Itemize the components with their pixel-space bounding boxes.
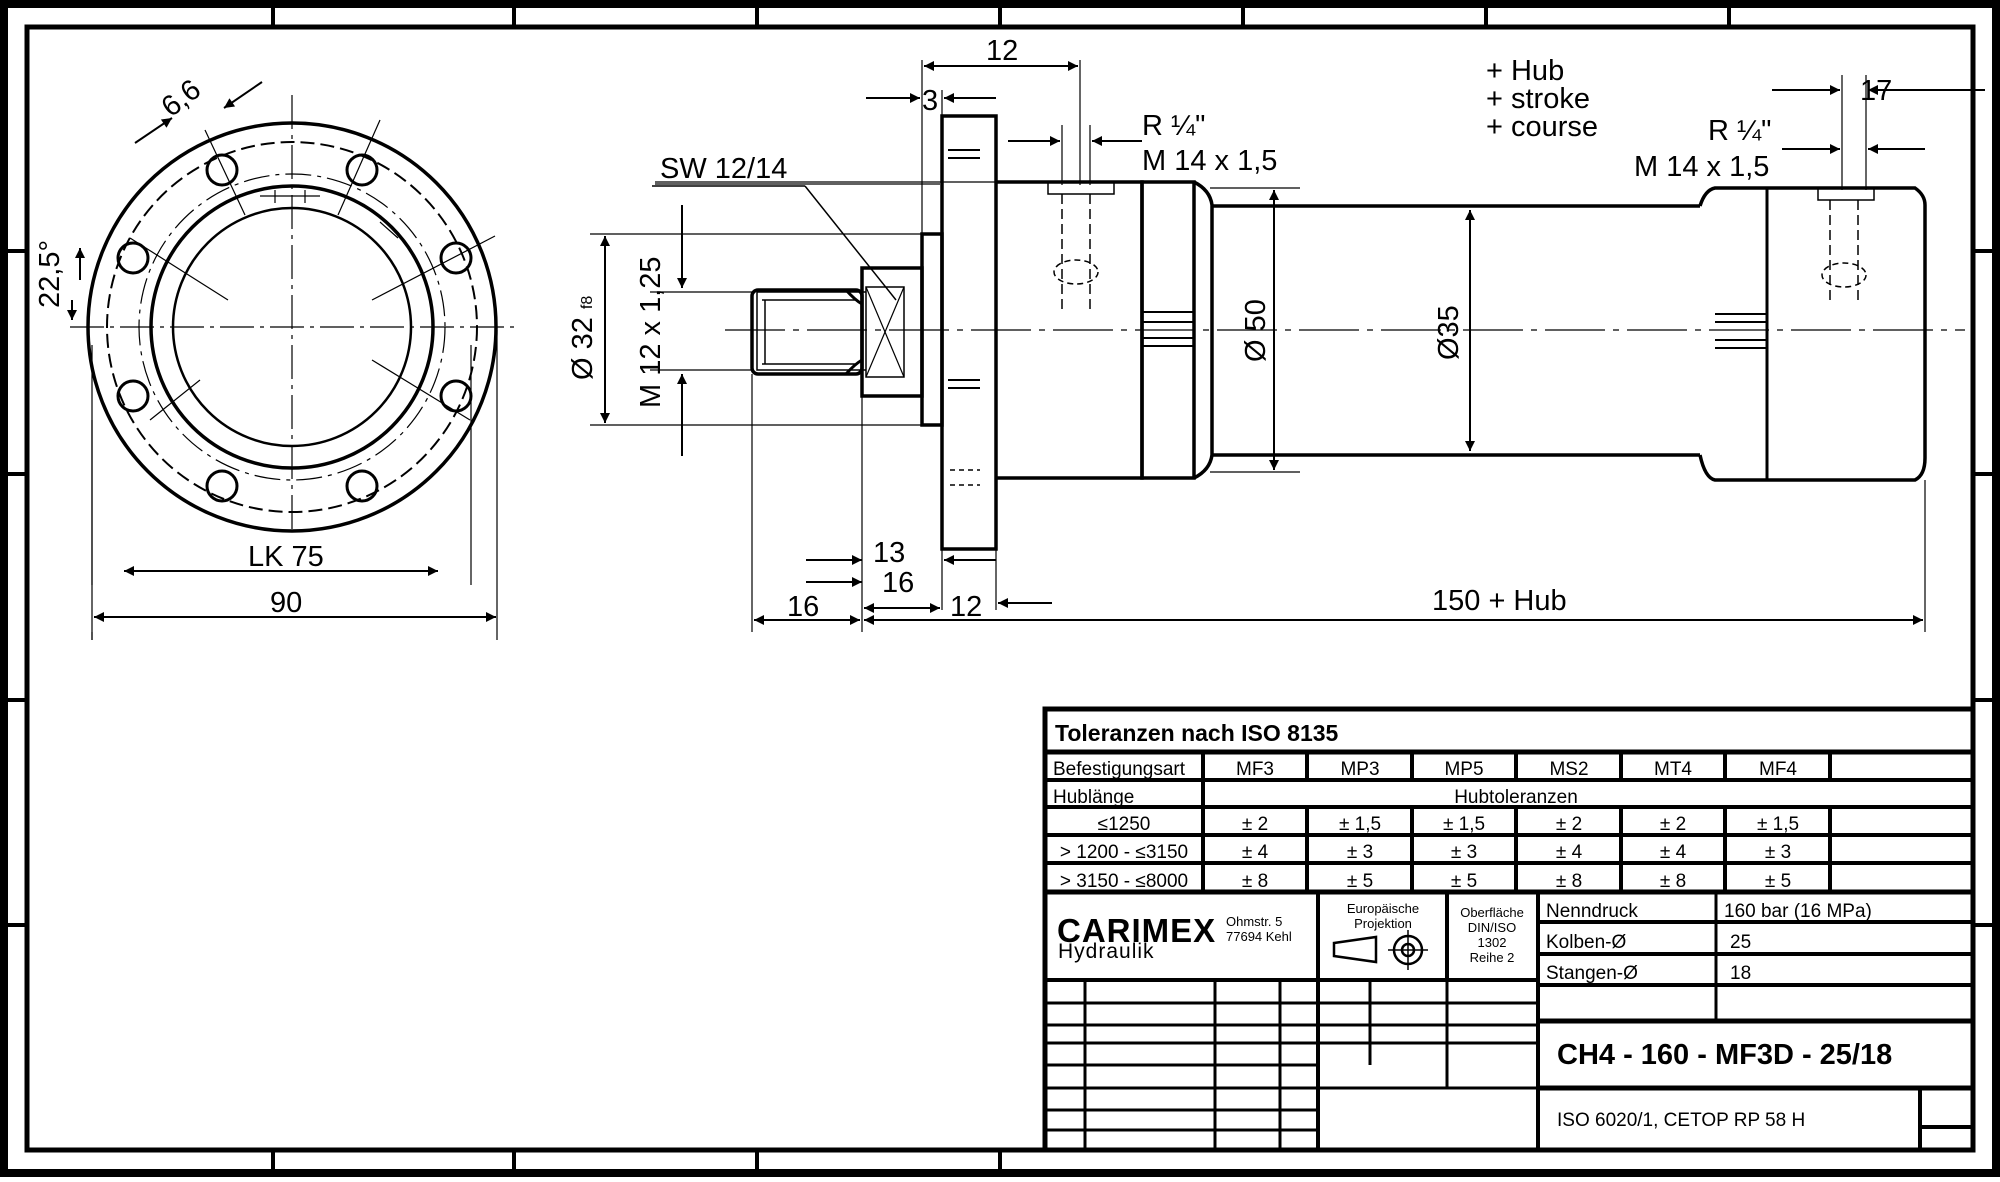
- dim-port-r-2: R ¼": [1708, 115, 1771, 147]
- stroke-label: Hublänge: [1053, 787, 1134, 808]
- tolerance-rows: ≤1250 ± 2 ± 1,5 ± 1,5 ± 2 ± 2 ± 1,5 > 12…: [1060, 814, 1799, 892]
- dim-12-top: 12: [986, 35, 1018, 67]
- row-range: > 3150 - ≤8000: [1060, 871, 1188, 892]
- row-range: ≤1250: [1098, 814, 1151, 835]
- flange-front-view: [70, 95, 515, 640]
- dim-stroke-fr: + course: [1486, 111, 1598, 143]
- row-cell: ± 5: [1347, 871, 1373, 892]
- dim-stroke-en: + stroke: [1486, 83, 1590, 115]
- row-cell: ± 4: [1242, 842, 1269, 863]
- surface-label-2: DIN/ISO: [1468, 920, 1516, 935]
- dim-bore-dia: Ø 50: [1240, 299, 1272, 362]
- dim-16b: 16: [787, 591, 819, 623]
- mount-header: MF3: [1236, 759, 1274, 780]
- bolt-holes: [116, 153, 473, 503]
- mount-header: MS2: [1549, 759, 1588, 780]
- dim-rod-dia: Ø 32 f8: [567, 296, 599, 380]
- row-cell: ± 1,5: [1757, 814, 1799, 835]
- dim-hole-dia: 6,6: [156, 73, 207, 123]
- dim-port-m-2: M 14 x 1,5: [1634, 151, 1769, 183]
- dim-bolt-circle: LK 75: [248, 541, 324, 573]
- address-line-1: Ohmstr. 5: [1226, 914, 1282, 929]
- mount-headers: MF3 MP3 MP5 MS2 MT4 MF4: [1236, 759, 1797, 780]
- row-cell: ± 4: [1556, 842, 1583, 863]
- dim-thread: M 12 x 1,25: [635, 256, 667, 408]
- mount-header: MF4: [1759, 759, 1797, 780]
- surface-label-4: Reihe 2: [1470, 950, 1515, 965]
- row-range: > 1200 - ≤3150: [1060, 842, 1188, 863]
- row-cell: ± 8: [1556, 871, 1582, 892]
- company-name: CARIMEX: [1057, 912, 1216, 949]
- row-cell: ± 2: [1242, 814, 1268, 835]
- dim-3: 3: [922, 85, 938, 117]
- row-cell: ± 2: [1660, 814, 1686, 835]
- title-block: Toleranzen nach ISO 8135 Befestigungsart…: [1042, 706, 1976, 1153]
- spec-label-piston: Kolben-Ø: [1546, 932, 1626, 953]
- row-cell: ± 1,5: [1443, 814, 1485, 835]
- dim-17: 17: [1860, 75, 1892, 107]
- row-cell: ± 8: [1660, 871, 1686, 892]
- dim-overall: 150 + Hub: [1432, 585, 1567, 617]
- dim-flange-width: 90: [270, 587, 302, 619]
- spec-label-rod: Stangen-Ø: [1546, 963, 1638, 984]
- dim-angle: 22,5°: [34, 240, 66, 308]
- row-cell: ± 4: [1660, 842, 1687, 863]
- dim-port-r: R ¼": [1142, 110, 1205, 142]
- dim-port-m: M 14 x 1,5: [1142, 145, 1277, 177]
- row-cell: ± 1,5: [1339, 814, 1381, 835]
- row-cell: ± 3: [1765, 842, 1791, 863]
- dim-13: 13: [873, 537, 905, 569]
- dim-wrench: SW 12/14: [660, 153, 787, 185]
- dim-stroke-de: + Hub: [1486, 55, 1564, 87]
- mount-label: Befestigungsart: [1053, 759, 1186, 780]
- front-view-dimensions: [67, 81, 496, 622]
- mount-header: MP5: [1444, 759, 1483, 780]
- tolerance-header: Hubtoleranzen: [1454, 787, 1578, 808]
- spec-value-pressure: 160 bar (16 MPa): [1724, 901, 1872, 922]
- cylinder-side-view: [725, 114, 1965, 551]
- projection-symbol-icon: [1332, 930, 1428, 970]
- surface-label-3: 1302: [1478, 935, 1507, 950]
- projection-label-1: Europäische: [1347, 901, 1419, 916]
- dim-12-bot: 12: [950, 591, 982, 623]
- projection-label-2: Projektion: [1354, 916, 1412, 931]
- row-cell: ± 5: [1451, 871, 1477, 892]
- dim-16a: 16: [882, 567, 914, 599]
- dimension-labels: 6,6 22,5° LK 75 90 SW 12/14 Ø 32 f8 M 12…: [34, 35, 1892, 623]
- spec-value-rod: 18: [1730, 963, 1751, 984]
- side-view-dimensions: [590, 60, 1985, 632]
- row-cell: ± 3: [1451, 842, 1477, 863]
- dim-rod-dia2: Ø35: [1433, 305, 1465, 360]
- row-cell: ± 8: [1242, 871, 1268, 892]
- row-cell: ± 2: [1556, 814, 1582, 835]
- company-logo: CARIMEX Hydraulik: [1057, 912, 1216, 963]
- surface-label-1: Oberfläche: [1460, 905, 1524, 920]
- spec-value-piston: 25: [1730, 932, 1751, 953]
- spec-label-pressure: Nenndruck: [1546, 901, 1638, 922]
- address-line-2: 77694 Kehl: [1226, 929, 1292, 944]
- row-cell: ± 3: [1347, 842, 1373, 863]
- mount-header: MT4: [1654, 759, 1692, 780]
- mount-header: MP3: [1340, 759, 1379, 780]
- standard-reference: ISO 6020/1, CETOP RP 58 H: [1557, 1110, 1805, 1131]
- row-cell: ± 5: [1765, 871, 1791, 892]
- tolerance-title: Toleranzen nach ISO 8135: [1055, 720, 1339, 746]
- company-sub: Hydraulik: [1058, 940, 1155, 963]
- part-number: CH4 - 160 - MF3D - 25/18: [1557, 1039, 1892, 1071]
